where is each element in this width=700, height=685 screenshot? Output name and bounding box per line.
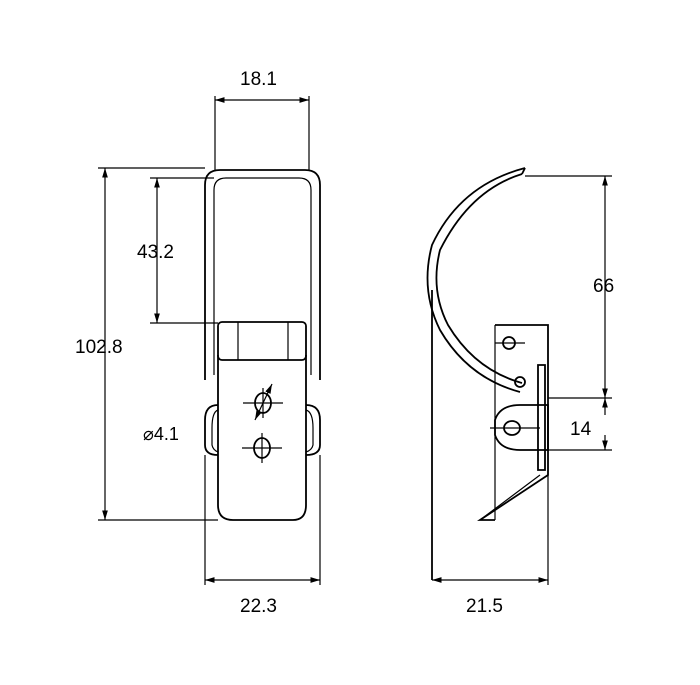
loop-inner — [213, 177, 312, 375]
dim-base-height: 14 — [570, 419, 592, 440]
hook-outer — [435, 173, 523, 384]
lever-plate — [217, 355, 307, 521]
front-view — [98, 96, 321, 585]
lever-tab — [537, 364, 546, 471]
dim-hole-diameter: ⌀4.1 — [143, 424, 179, 444]
base-right-ear — [305, 404, 321, 456]
base-left-ear — [204, 404, 219, 456]
loop-outline — [204, 169, 321, 380]
strap-upper — [217, 321, 307, 361]
dim-top-width: 18.1 — [240, 69, 277, 90]
dim-bottom-width: 22.3 — [240, 596, 277, 617]
dim-total-height: 102.8 — [75, 337, 123, 358]
dim-upper-height: 43.2 — [137, 242, 174, 263]
dim-side-depth: 21.5 — [466, 596, 503, 617]
dim-hook-height: 66 — [593, 276, 615, 297]
hook-inner — [426, 167, 526, 393]
side-view — [426, 167, 612, 585]
